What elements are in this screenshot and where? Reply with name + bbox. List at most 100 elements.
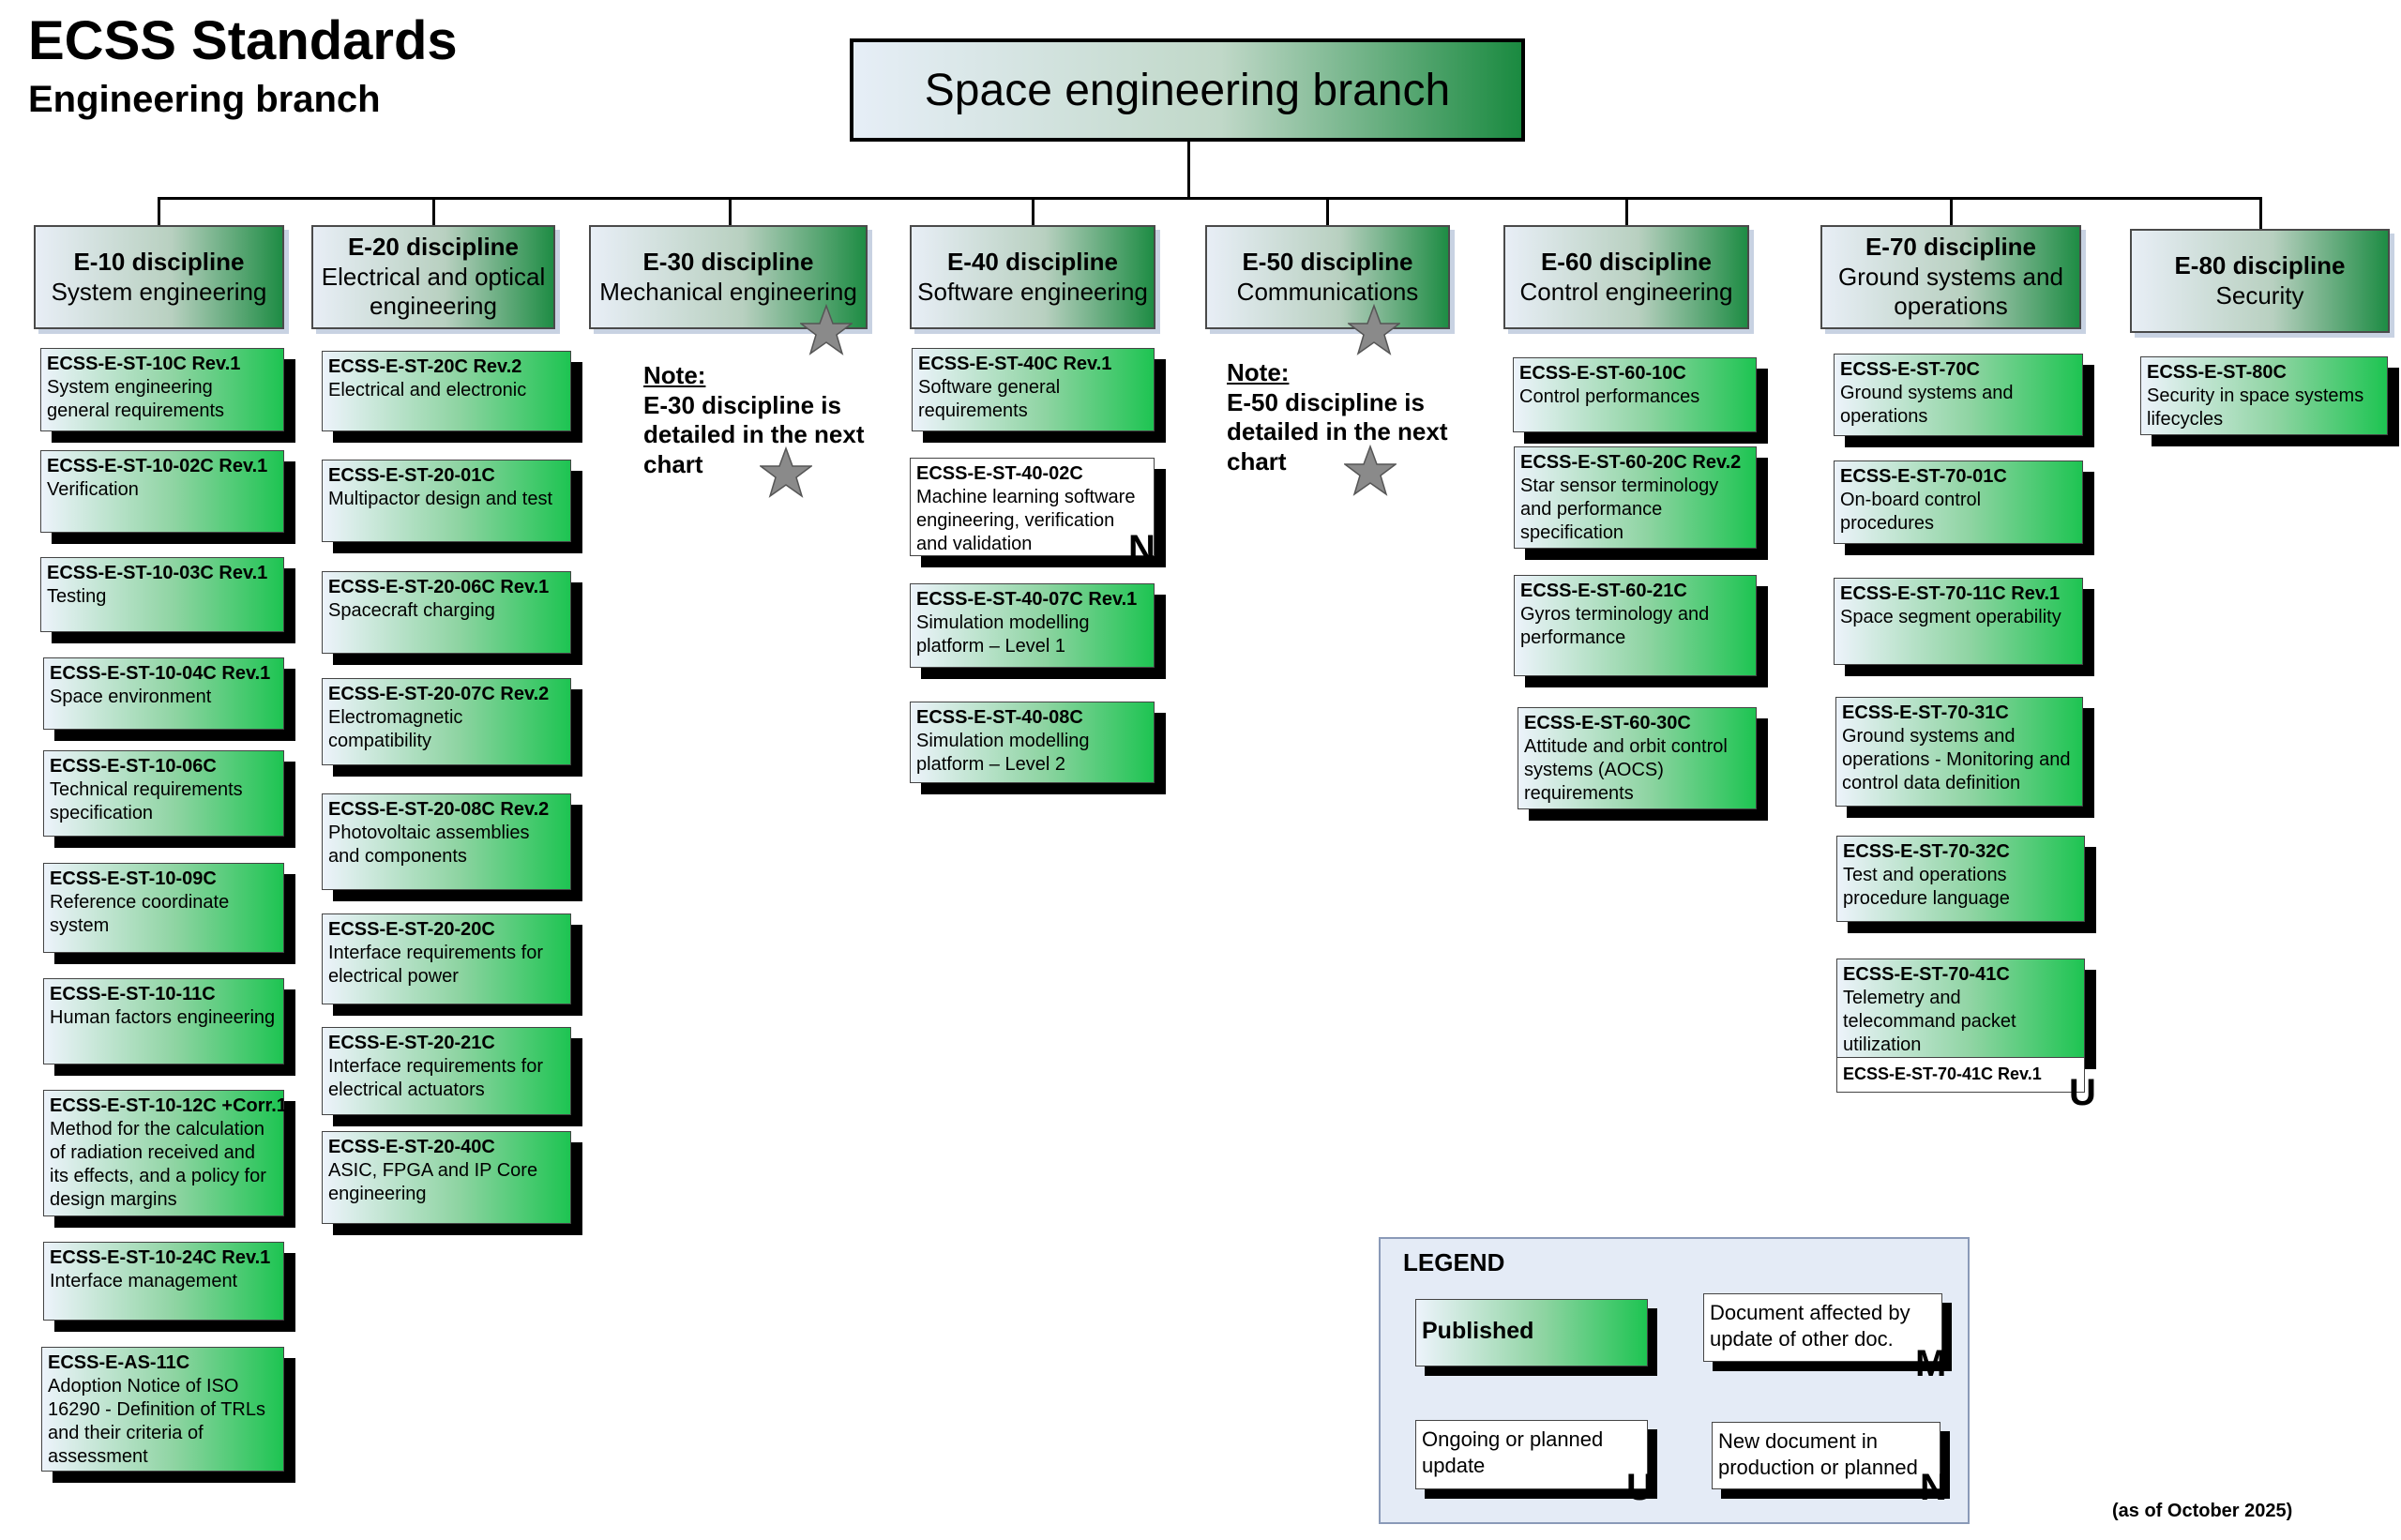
doc-title: Control performances bbox=[1519, 386, 1700, 407]
discipline-name: Security bbox=[2215, 280, 2304, 310]
connector-e80 bbox=[2259, 197, 2262, 234]
discipline-header-e30[interactable]: E-30 discipline Mechanical engineering bbox=[589, 225, 868, 329]
connector-root-down bbox=[1187, 142, 1190, 199]
doc-e70-4[interactable]: ECSS-E-ST-70-31C Ground systems and opera… bbox=[1835, 697, 2083, 807]
doc-title: Reference coordinate system bbox=[50, 892, 230, 936]
doc-title: Testing bbox=[47, 586, 107, 607]
discipline-header-e20[interactable]: E-20 discipline Electrical and optical e… bbox=[311, 225, 555, 329]
doc-code: ECSS-E-ST-40-08C bbox=[916, 707, 1083, 728]
discipline-header-e10[interactable]: E-10 discipline System engineering bbox=[34, 225, 284, 329]
doc-code: ECSS-E-ST-70-01C bbox=[1840, 466, 2007, 487]
discipline-code: E-30 discipline bbox=[642, 247, 814, 276]
doc-code: ECSS-E-ST-10-02C Rev.1 bbox=[47, 456, 268, 476]
as-of-date: (as of October 2025) bbox=[2112, 1501, 2293, 1521]
doc-title: Electromagnetic compatibility bbox=[328, 707, 463, 751]
note-text: E-30 discipline is detailed in the next … bbox=[643, 390, 865, 479]
discipline-code: E-20 discipline bbox=[347, 232, 520, 261]
doc-title: Interface management bbox=[50, 1271, 238, 1291]
doc-code: ECSS-E-ST-20-07C Rev.2 bbox=[328, 684, 550, 704]
connector-e20 bbox=[432, 197, 435, 225]
doc-title: Ground systems and operations - Monitori… bbox=[1842, 726, 2071, 793]
new-marker: N bbox=[1128, 528, 1155, 569]
doc-code: ECSS-E-ST-60-30C bbox=[1524, 713, 1691, 733]
discipline-name: Ground systems and operations bbox=[1838, 262, 2063, 321]
doc-title: Telemetry and telecommand packet utiliza… bbox=[1843, 988, 2016, 1055]
doc-code: ECSS-E-ST-70-31C bbox=[1842, 702, 2009, 723]
discipline-header-e60[interactable]: E-60 discipline Control engineering bbox=[1503, 225, 1749, 329]
connector-e30 bbox=[729, 197, 732, 225]
doc-title: Multipactor design and test bbox=[328, 489, 553, 509]
star-icon bbox=[1344, 445, 1397, 496]
doc-code: ECSS-E-ST-10-24C Rev.1 bbox=[50, 1247, 271, 1268]
doc-code: ECSS-E-ST-20-01C bbox=[328, 465, 495, 486]
update-marker: U bbox=[2069, 1072, 2096, 1113]
discipline-header-e40[interactable]: E-40 discipline Software engineering bbox=[910, 225, 1155, 329]
note-e50: Note: E-50 discipline is detailed in the… bbox=[1227, 358, 1471, 477]
doc-e20-2[interactable]: ECSS-E-ST-20-01C Multipactor design and t… bbox=[322, 460, 571, 542]
root-node[interactable]: Space engineering branch bbox=[850, 38, 1525, 142]
discipline-name: Electrical and optical engineering bbox=[321, 262, 546, 321]
connector-e50 bbox=[1326, 197, 1329, 225]
update-marker: U bbox=[1626, 1467, 1654, 1508]
discipline-header-e70[interactable]: E-70 discipline Ground systems and opera… bbox=[1820, 225, 2081, 329]
doc-code: ECSS-E-ST-70C bbox=[1840, 359, 1980, 380]
doc-code: ECSS-E-ST-20-06C Rev.1 bbox=[328, 577, 550, 597]
star-icon bbox=[1348, 304, 1400, 355]
discipline-name: Software engineering bbox=[917, 277, 1148, 306]
discipline-header-e80[interactable]: E-80 discipline Security bbox=[2130, 229, 2390, 333]
doc-title: Software general requirements bbox=[918, 377, 1061, 421]
doc-title: Verification bbox=[47, 479, 139, 500]
doc-code: ECSS-E-ST-10-06C bbox=[50, 756, 217, 777]
doc-title: Interface requirements for electrical po… bbox=[328, 943, 543, 987]
discipline-header-e50[interactable]: E-50 discipline Communications bbox=[1205, 225, 1450, 329]
page-title: ECSS Standards bbox=[28, 10, 458, 71]
doc-title: Test and operations procedure language bbox=[1843, 865, 2010, 909]
doc-code: ECSS-E-ST-10C Rev.1 bbox=[47, 354, 241, 374]
doc-e70-6[interactable]: ECSS-E-ST-70-41C Telemetry and telecomman… bbox=[1836, 959, 2085, 1093]
doc-e70-2[interactable]: ECSS-E-ST-70-01C On-board control procedu… bbox=[1834, 460, 2083, 544]
doc-code: ECSS-E-ST-80C bbox=[2147, 362, 2287, 383]
new-marker: N bbox=[1920, 1467, 1947, 1508]
doc-title: On-board control procedures bbox=[1840, 490, 1982, 534]
doc-code: ECSS-E-ST-70-41C bbox=[1843, 964, 2010, 985]
doc-code: ECSS-E-ST-10-11C bbox=[50, 984, 216, 1004]
discipline-code: E-50 discipline bbox=[1242, 247, 1413, 276]
doc-title: Space environment bbox=[50, 687, 212, 707]
discipline-name: Communications bbox=[1236, 277, 1419, 306]
connector-e40 bbox=[1032, 197, 1034, 225]
doc-title: Machine learning software engineering, v… bbox=[916, 487, 1136, 554]
note-label: Note: bbox=[643, 361, 706, 389]
legend-ongoing: Ongoing or planned update bbox=[1415, 1420, 1648, 1489]
doc-title: ASIC, FPGA and IP Core engineering bbox=[328, 1160, 538, 1204]
legend-published: Published bbox=[1415, 1299, 1648, 1366]
